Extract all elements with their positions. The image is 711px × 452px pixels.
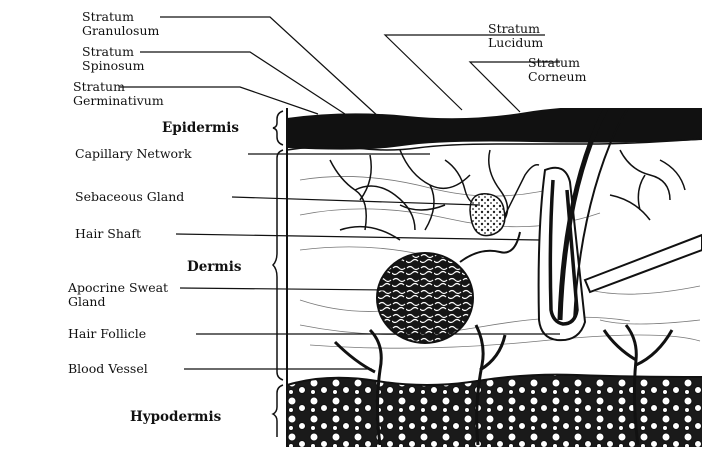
arrector-pili xyxy=(585,235,702,292)
region-epidermis: Epidermis xyxy=(162,120,239,136)
label-stratum-lucidum-2: Lucidum xyxy=(488,35,543,50)
left-labels: Stratum Granulosum Stratum Spinosum Stra… xyxy=(67,9,192,376)
label-sebaceous-gland: Sebaceous Gland xyxy=(75,189,184,204)
apocrine-gland-coil xyxy=(377,253,473,343)
top-right-labels: Stratum Lucidum Stratum Corneum xyxy=(488,21,587,84)
tissue-illustration xyxy=(287,20,711,447)
label-stratum-germinativum-1: Stratum xyxy=(73,79,125,94)
label-stratum-granulosum-2: Granulosum xyxy=(82,23,160,38)
hypodermis-brace xyxy=(273,385,283,437)
label-stratum-corneum-1: Stratum xyxy=(528,55,580,70)
label-stratum-germinativum-2: Germinativum xyxy=(73,93,164,108)
sebaceous-gland-shape xyxy=(470,194,505,236)
label-hair-follicle: Hair Follicle xyxy=(68,326,146,341)
region-hypodermis: Hypodermis xyxy=(130,409,222,425)
label-stratum-lucidum-1: Stratum xyxy=(488,21,540,36)
leader-lines xyxy=(120,17,560,369)
label-stratum-spinosum-1: Stratum xyxy=(82,44,134,59)
dermis-brace xyxy=(273,150,283,380)
region-dermis: Dermis xyxy=(187,259,242,275)
label-apocrine-sweat-gland-2: Gland xyxy=(68,294,106,309)
label-stratum-granulosum-1: Stratum xyxy=(82,9,134,24)
label-stratum-corneum-2: Corneum xyxy=(528,69,587,84)
label-apocrine-sweat-gland-1: Apocrine Sweat xyxy=(67,280,168,295)
label-capillary-network: Capillary Network xyxy=(75,146,192,161)
label-stratum-spinosum-2: Spinosum xyxy=(82,58,145,73)
hypodermis-fat xyxy=(287,375,702,447)
label-hair-shaft: Hair Shaft xyxy=(75,226,141,241)
epidermis-brace xyxy=(273,111,283,145)
region-labels: Epidermis Dermis Hypodermis xyxy=(130,120,242,425)
label-blood-vessel: Blood Vessel xyxy=(68,361,148,376)
